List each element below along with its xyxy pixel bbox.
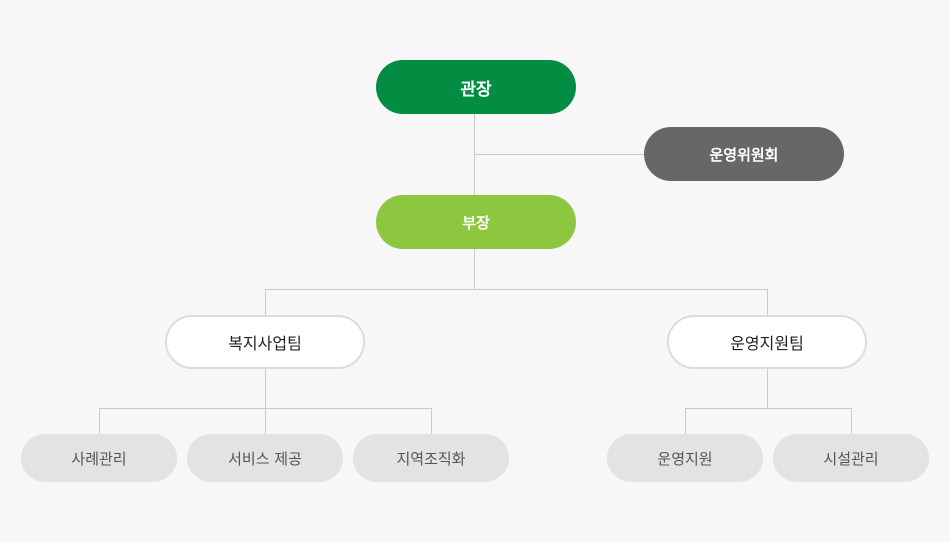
manager-node: 부장 [376, 195, 576, 249]
unit-label: 운영지원 [657, 449, 713, 468]
director-label: 관장 [460, 79, 492, 100]
connector-unit-2 [265, 408, 266, 434]
unit-operations-support: 운영지원 [607, 434, 763, 482]
connector-teams-horizontal [265, 289, 768, 290]
unit-case-management: 사례관리 [21, 434, 177, 482]
team-welfare-node: 복지사업팀 [165, 315, 365, 369]
director-node: 관장 [376, 60, 576, 114]
team-operations-node: 운영지원팀 [667, 315, 867, 369]
unit-facility-management: 시설관리 [773, 434, 929, 482]
manager-label: 부장 [462, 213, 490, 232]
connector-team-welfare [265, 289, 266, 315]
unit-label: 사례관리 [71, 449, 127, 468]
connector-unit-4 [685, 408, 686, 434]
connector-unit-3 [431, 408, 432, 434]
connector-committee [474, 154, 644, 155]
team-operations-label: 운영지원팀 [730, 334, 804, 353]
connector-team-ops [767, 289, 768, 315]
team-welfare-label: 복지사업팀 [228, 334, 302, 353]
connector-ops-horizontal [685, 408, 852, 409]
connector-manager-down [474, 249, 475, 289]
connector-welfare-down [265, 369, 266, 408]
connector-ops-down [767, 369, 768, 408]
unit-label: 서비스 제공 [228, 449, 302, 468]
unit-label: 시설관리 [823, 449, 879, 468]
connector-unit-1 [99, 408, 100, 434]
unit-community-organizing: 지역조직화 [353, 434, 509, 482]
unit-service-delivery: 서비스 제공 [187, 434, 343, 482]
connector-unit-5 [851, 408, 852, 434]
committee-label: 운영위원회 [709, 145, 779, 164]
committee-node: 운영위원회 [644, 127, 844, 181]
unit-label: 지역조직화 [396, 449, 466, 468]
